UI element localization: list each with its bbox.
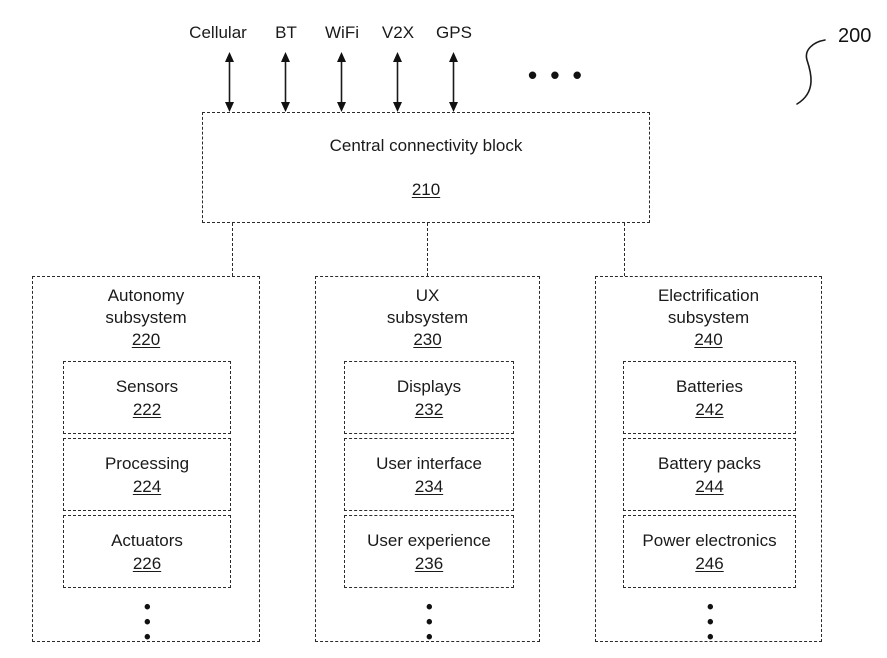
ellipsis-dot: • [144,612,151,633]
interface-label-bt: BT [275,23,297,42]
component-sensors[interactable]: Sensors 222 [63,361,231,434]
ellipsis-dot: • [707,627,714,648]
component-actuators-label: Actuators [111,531,183,550]
ellipsis-dot: • [426,627,433,648]
ux-subsystem-more-ellipsis: • • • [426,597,433,648]
component-processing[interactable]: Processing 224 [63,438,231,511]
figure-reference-numeral: 200 [838,25,872,47]
autonomy-subsystem-name-line-1: Autonomy [107,286,185,305]
component-user-interface[interactable]: User interface 234 [344,438,514,511]
component-user-experience-label: User experience [367,531,491,550]
component-battery-packs-label: Battery packs [658,454,761,473]
component-processing-ref: 224 [132,477,162,496]
interface-label-wifi: WiFi [325,23,359,42]
bidirectional-arrow-bt-icon [280,52,291,112]
central-connectivity-block-title: Central connectivity block [329,136,523,155]
electrification-subsystem-name-line-1: Electrification [657,286,760,305]
autonomy-subsystem-ref: 220 [131,330,161,349]
interface-label-cellular: Cellular [189,23,247,42]
component-user-experience[interactable]: User experience 236 [344,515,514,588]
component-batteries-ref: 242 [695,400,724,419]
component-actuators[interactable]: Actuators 226 [63,515,231,588]
electrification-subsystem-more-ellipsis: • • • [707,597,714,648]
component-power-electronics[interactable]: Power electronics 246 [623,515,796,588]
component-user-experience-ref: 236 [414,554,444,573]
bidirectional-arrow-cellular-icon [224,52,235,112]
component-sensors-ref: 222 [132,400,162,419]
connector-central-to-autonomy [232,223,233,276]
bidirectional-arrow-wifi-icon [336,52,347,112]
electrification-subsystem[interactable]: Electrification subsystem 240 Batteries … [595,276,822,648]
electrification-subsystem-name-line-2: subsystem [667,308,750,327]
component-sensors-label: Sensors [115,377,179,396]
component-batteries[interactable]: Batteries 242 [623,361,796,434]
central-connectivity-block[interactable]: Central connectivity block 210 [202,112,650,223]
ellipsis-dot: • [426,597,433,618]
component-displays-ref: 232 [414,400,444,419]
component-user-interface-label: User interface [376,454,482,473]
ellipsis-dot: • [426,612,433,633]
autonomy-subsystem-header: Autonomy subsystem 220 [33,285,259,351]
electrification-subsystem-ref: 240 [694,330,723,349]
ellipsis-dot: • [707,597,714,618]
central-connectivity-block-ref: 210 [411,180,441,199]
connector-central-to-electrification [624,223,625,276]
more-interfaces-ellipsis: • • • [528,60,585,90]
autonomy-subsystem-more-ellipsis: • • • [144,597,151,648]
ux-subsystem-name-line-1: UX [415,286,440,305]
autonomy-subsystem-name-line-2: subsystem [105,308,187,327]
component-batteries-label: Batteries [675,377,744,396]
component-processing-label: Processing [104,454,190,473]
component-displays[interactable]: Displays 232 [344,361,514,434]
bidirectional-arrow-gps-icon [448,52,459,112]
component-displays-label: Displays [396,377,462,396]
ux-subsystem-name-line-2: subsystem [386,308,469,327]
ux-subsystem-header: UX subsystem 230 [316,285,539,351]
ellipsis-dot: • [144,597,151,618]
component-user-interface-ref: 234 [414,477,444,496]
ellipsis-dot: • [707,612,714,633]
interface-label-v2x: V2X [381,23,415,42]
electrification-subsystem-header: Electrification subsystem 240 [596,285,821,351]
connector-central-to-ux [427,223,428,276]
autonomy-subsystem[interactable]: Autonomy subsystem 220 Sensors 222 Proce… [32,276,260,648]
component-actuators-ref: 226 [132,554,162,573]
ux-subsystem[interactable]: UX subsystem 230 Displays 232 User inter… [315,276,540,648]
component-battery-packs-ref: 244 [695,477,724,496]
reference-leader-line-200 [796,39,826,105]
component-power-electronics-label: Power electronics [642,531,777,550]
ux-subsystem-ref: 230 [413,330,442,349]
component-power-electronics-ref: 246 [695,554,724,573]
bidirectional-arrow-v2x-icon [392,52,403,112]
interface-label-gps: GPS [436,23,472,42]
component-battery-packs[interactable]: Battery packs 244 [623,438,796,511]
ellipsis-dot: • [144,627,151,648]
